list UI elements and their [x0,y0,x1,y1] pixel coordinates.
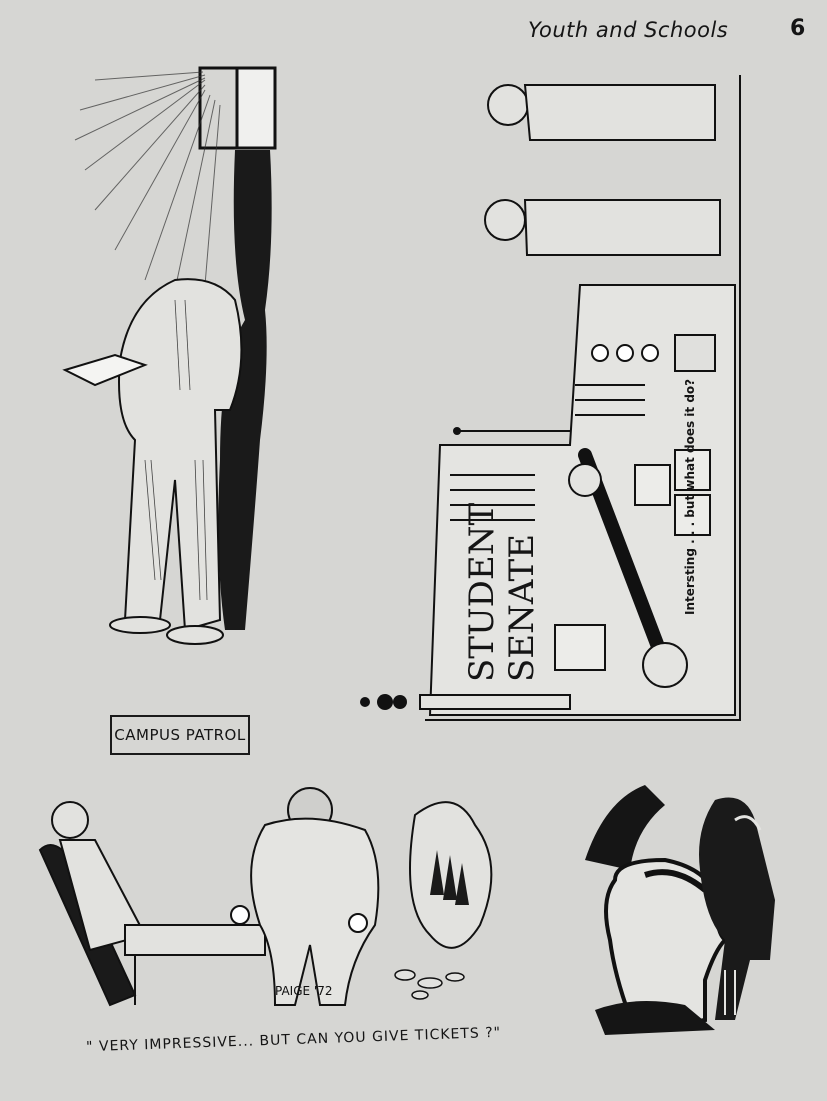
tickets-caption: " VERY IMPRESSIVE... BUT CAN YOU GIVE TI… [85,1024,502,1056]
campus-patrol-illustration [62,66,277,645]
page-title: Youth and Schools [528,18,729,42]
page-number: 6 [790,16,806,41]
student-senate-illustration [360,75,741,721]
tickets-illustration: PAIGE '72 [38,787,493,1007]
senate-sign-line2: SENATE [502,533,542,682]
senate-caption: Intersting . . . but what does it do? [683,378,697,615]
artist-signature: PAIGE '72 [275,984,332,998]
open-head-illustration [585,785,775,1035]
campus-patrol-label: CAMPUS PATROL [110,715,250,755]
senate-sign-line1: STUDENT [462,502,502,682]
